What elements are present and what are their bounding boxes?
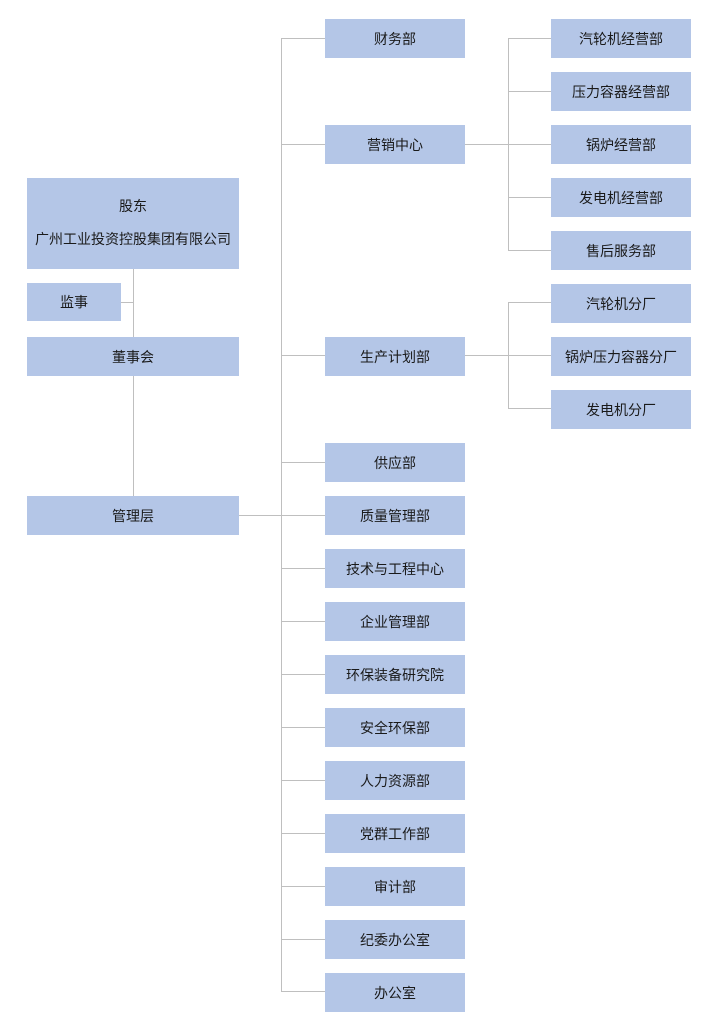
dept-quality: 质量管理部 [325, 496, 465, 535]
connector-line [281, 144, 325, 145]
board-box: 董事会 [27, 337, 239, 376]
shareholder-company: 广州工业投资控股集团有限公司 [35, 231, 231, 248]
dept-office: 办公室 [325, 973, 465, 1012]
dept-hr: 人力资源部 [325, 761, 465, 800]
dept-audit: 审计部 [325, 867, 465, 906]
dept-safety: 安全环保部 [325, 708, 465, 747]
connector-line [281, 991, 325, 992]
connector-line [508, 302, 509, 409]
connector-line [281, 833, 325, 834]
connector-line [281, 674, 325, 675]
marketing-unit: 发电机经营部 [551, 178, 691, 217]
connector-line [508, 250, 551, 251]
connector-line [281, 780, 325, 781]
connector-line [281, 568, 325, 569]
connector-line [281, 727, 325, 728]
dept-env-institute: 环保装备研究院 [325, 655, 465, 694]
connector-line [281, 355, 325, 356]
connector-line [508, 197, 551, 198]
management-box: 管理层 [27, 496, 239, 535]
connector-line [281, 38, 325, 39]
dept-enterprise: 企业管理部 [325, 602, 465, 641]
dept-discipline: 纪委办公室 [325, 920, 465, 959]
connector-line [508, 302, 551, 303]
connector-line [281, 462, 325, 463]
connector-line [508, 38, 551, 39]
marketing-unit: 售后服务部 [551, 231, 691, 270]
supervisor-box: 监事 [27, 283, 121, 321]
connector-line [281, 38, 282, 992]
dept-supply: 供应部 [325, 443, 465, 482]
marketing-unit: 汽轮机经营部 [551, 19, 691, 58]
connector-line [508, 91, 551, 92]
dept-finance: 财务部 [325, 19, 465, 58]
connector-line [239, 515, 325, 516]
connector-line [508, 38, 509, 251]
production-unit: 汽轮机分厂 [551, 284, 691, 323]
dept-tech: 技术与工程中心 [325, 549, 465, 588]
dept-party: 党群工作部 [325, 814, 465, 853]
marketing-unit: 压力容器经营部 [551, 72, 691, 111]
production-unit: 发电机分厂 [551, 390, 691, 429]
shareholder-label: 股东 [119, 198, 147, 215]
connector-line [121, 302, 134, 303]
shareholder-box: 股东 广州工业投资控股集团有限公司 [27, 178, 239, 269]
connector-line [133, 269, 134, 497]
production-unit: 锅炉压力容器分厂 [551, 337, 691, 376]
marketing-unit: 锅炉经营部 [551, 125, 691, 164]
connector-line [281, 939, 325, 940]
dept-production: 生产计划部 [325, 337, 465, 376]
dept-marketing: 营销中心 [325, 125, 465, 164]
connector-line [281, 621, 325, 622]
connector-line [281, 886, 325, 887]
connector-line [508, 408, 551, 409]
